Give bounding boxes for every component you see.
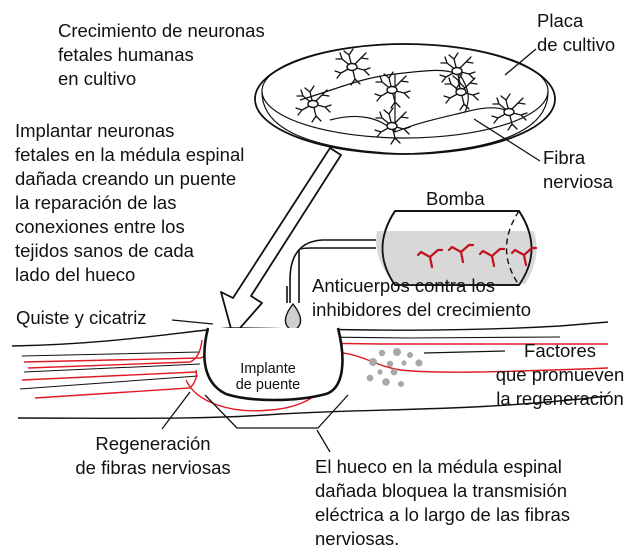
label-implantar: Implantar neuronas fetales en la médula … — [15, 120, 245, 285]
label-anticuerpos: Anticuerpos contra los inhibidores del c… — [312, 275, 532, 320]
label-implante: Implante de puente — [235, 361, 301, 393]
petri-dish-icon — [254, 43, 556, 155]
label-bomba: Bomba — [426, 188, 485, 209]
label-crecimiento: Crecimiento de neuronas fetales humanas … — [58, 20, 265, 89]
pump-icon — [284, 210, 538, 331]
label-regeneracion: Regeneración de fibras nerviosas — [75, 433, 231, 478]
label-hueco: El hueco en la médula espinal dañada blo… — [315, 456, 571, 549]
spinal-cord-icon — [11, 321, 609, 429]
droplet-icon — [284, 302, 302, 331]
factor-dots-icon — [366, 348, 423, 387]
label-factores: Factores que promueven la regeneración — [495, 340, 625, 409]
label-placa: Placa de cultivo — [537, 10, 616, 55]
label-quiste: Quiste y cicatriz — [16, 307, 147, 328]
label-fibra: Fibra nerviosa — [543, 147, 613, 192]
implant-arrow-icon — [220, 147, 342, 337]
